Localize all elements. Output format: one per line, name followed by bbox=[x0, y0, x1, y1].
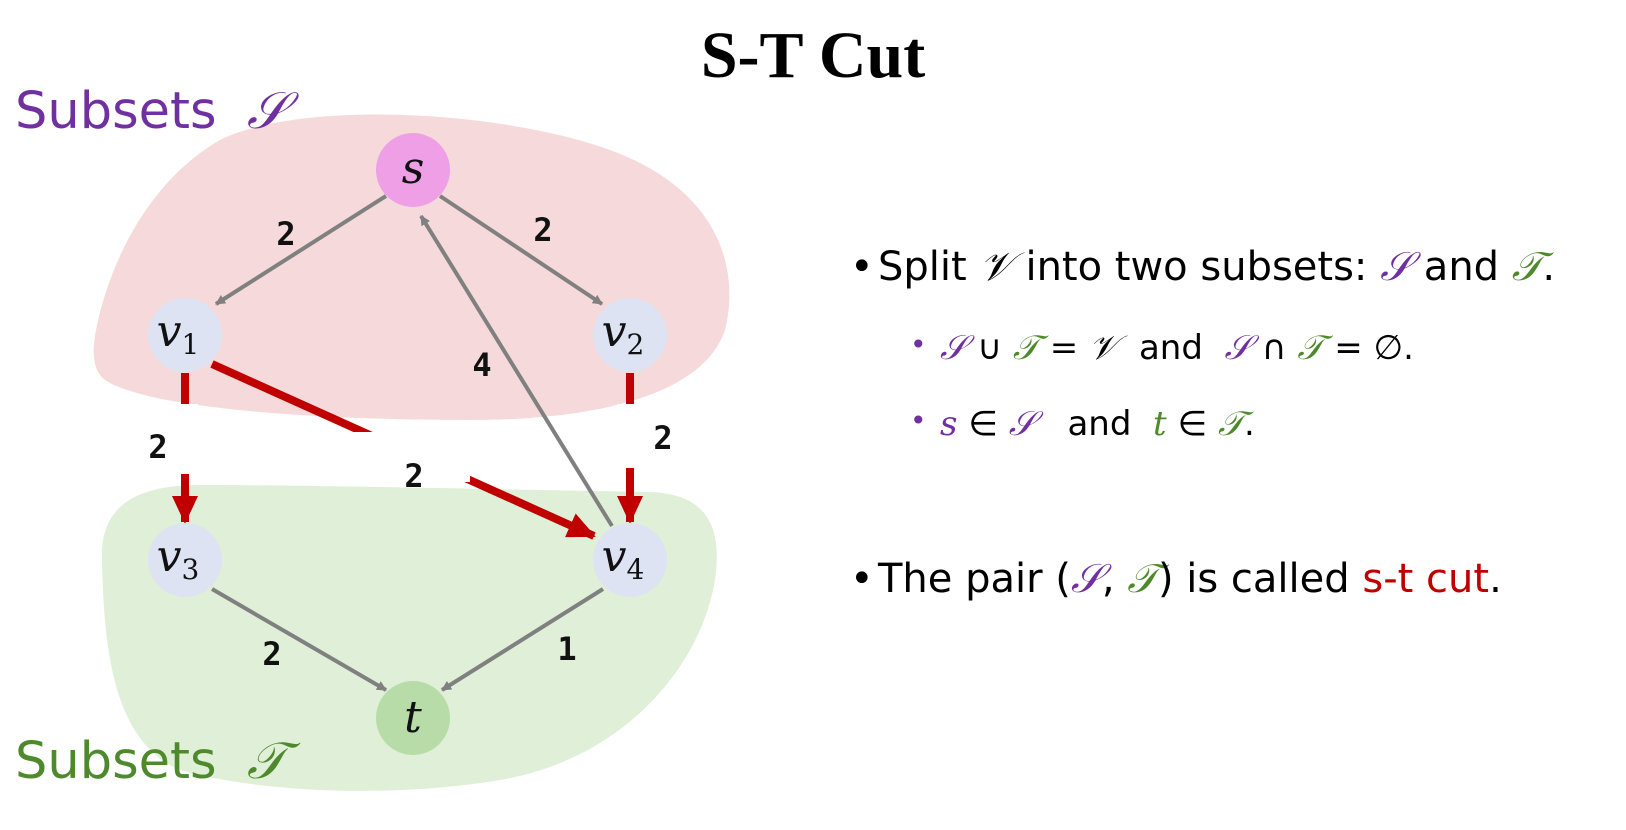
set-t-label: Subsets 𝒯 bbox=[15, 732, 301, 791]
weight-s-v2: 2 bbox=[533, 211, 552, 249]
node-v1: v1 bbox=[148, 298, 222, 372]
and-word: and bbox=[1117, 328, 1225, 368]
symbol-t-lower: t bbox=[1153, 404, 1167, 444]
bullet-split-text4: . bbox=[1542, 244, 1556, 290]
weight-v3-t: 2 bbox=[262, 635, 281, 673]
in-op: ∈ bbox=[1166, 404, 1218, 444]
bullet-union-intersection: • 𝒮 ∪ 𝒯 = 𝒱 and 𝒮 ∩ 𝒯 = ∅. bbox=[910, 328, 1414, 368]
graph-diagram: Subsets 𝒮 Subsets 𝒯 s v1 v2 bbox=[15, 82, 730, 791]
weight-v1-v4: 2 bbox=[404, 457, 423, 495]
svg-text:v3: v3 bbox=[157, 531, 200, 586]
intersection-op: ∩ bbox=[1250, 328, 1298, 368]
node-v4-sub: 4 bbox=[627, 553, 645, 586]
node-v4: v4 bbox=[593, 523, 667, 597]
svg-text:v1: v1 bbox=[157, 306, 200, 361]
symbol-s: 𝒮 bbox=[1380, 244, 1412, 290]
node-v2-label: v bbox=[602, 306, 627, 357]
bullet-pair-text2: ) is called bbox=[1157, 556, 1363, 602]
svg-text:s: s bbox=[402, 143, 425, 194]
weight-v4-s: 4 bbox=[472, 346, 491, 384]
set-t-region bbox=[101, 485, 717, 791]
node-t-label: t bbox=[404, 692, 422, 743]
symbol-s: 𝒮 bbox=[1070, 556, 1102, 602]
node-v1-label: v bbox=[157, 306, 182, 357]
and-word: and bbox=[1035, 404, 1154, 444]
equals-empty: = ∅. bbox=[1323, 328, 1414, 368]
edge-s-v2 bbox=[438, 194, 604, 306]
edge-s-v1 bbox=[214, 194, 388, 306]
bullet-dot: • bbox=[850, 556, 874, 602]
set-t-prefix: Subsets bbox=[15, 732, 217, 791]
sub-bullet-dot: • bbox=[910, 328, 927, 361]
union-op: ∪ bbox=[966, 328, 1013, 368]
weight-gap-v1-v3 bbox=[172, 404, 198, 474]
node-s-label: s bbox=[402, 143, 425, 194]
weight-v2-v4: 2 bbox=[653, 419, 672, 457]
node-v4-label: v bbox=[602, 531, 627, 582]
bullet-split-text1: Split bbox=[878, 244, 980, 290]
bullet-dot: • bbox=[850, 244, 874, 290]
bullet-split-text3: and bbox=[1411, 244, 1512, 290]
node-t: t bbox=[376, 681, 450, 755]
bullet-split: • Split 𝒱 into two subsets: 𝒮 and 𝒯. bbox=[850, 244, 1555, 290]
node-s: s bbox=[376, 133, 450, 207]
symbol-s-lower: s bbox=[940, 404, 958, 444]
symbol-t: 𝒯 bbox=[1511, 244, 1543, 290]
svg-text:t: t bbox=[404, 692, 422, 743]
weight-v1-v3: 2 bbox=[148, 428, 167, 466]
weight-gap-v2-v4 bbox=[617, 404, 643, 468]
symbol-t: 𝒯 bbox=[1012, 328, 1039, 368]
edge-v4-s bbox=[419, 214, 614, 528]
st-cut-term: s-t cut bbox=[1362, 556, 1490, 602]
weight-gap-v1-v4 bbox=[300, 432, 470, 482]
bullet-pair-text1: The pair ( bbox=[878, 556, 1071, 602]
symbol-s: 𝒮 bbox=[1224, 328, 1251, 368]
edge-v4-t bbox=[440, 587, 605, 692]
svg-text:v4: v4 bbox=[602, 531, 645, 586]
period: . bbox=[1243, 404, 1255, 444]
equals-v: = 𝒱 bbox=[1038, 328, 1118, 368]
symbol-t: 𝒯 bbox=[1217, 404, 1244, 444]
symbol-v: 𝒱 bbox=[979, 244, 1013, 290]
node-v3-label: v bbox=[157, 531, 182, 582]
in-op: ∈ bbox=[957, 404, 1009, 444]
sub-bullet-dot: • bbox=[910, 404, 927, 437]
period: . bbox=[1489, 556, 1502, 602]
weight-v4-t: 1 bbox=[557, 630, 576, 668]
set-s-prefix: Subsets bbox=[15, 82, 217, 141]
comma: , bbox=[1101, 556, 1128, 602]
bullet-membership: • s ∈ 𝒮 and t ∈ 𝒯. bbox=[910, 404, 1255, 444]
node-v1-sub: 1 bbox=[182, 328, 200, 361]
symbol-s: 𝒮 bbox=[1008, 404, 1036, 444]
weight-s-v1: 2 bbox=[276, 215, 295, 253]
bullet-split-text2: into two subsets: bbox=[1012, 244, 1381, 290]
set-s-label: Subsets 𝒮 bbox=[15, 82, 300, 141]
node-v3: v3 bbox=[148, 523, 222, 597]
symbol-t: 𝒯 bbox=[1127, 556, 1158, 602]
node-v3-sub: 3 bbox=[182, 553, 200, 586]
bullet-pair: • The pair (𝒮, 𝒯) is called s-t cut. bbox=[850, 556, 1502, 602]
svg-text:v2: v2 bbox=[602, 306, 645, 361]
set-s-region bbox=[93, 114, 730, 421]
symbol-s: 𝒮 bbox=[940, 328, 967, 368]
node-v2-sub: 2 bbox=[627, 328, 645, 361]
slide-title: S-T Cut bbox=[700, 19, 926, 92]
symbol-t: 𝒯 bbox=[1297, 328, 1324, 368]
edge-v3-t bbox=[210, 587, 388, 692]
node-v2: v2 bbox=[593, 298, 667, 372]
